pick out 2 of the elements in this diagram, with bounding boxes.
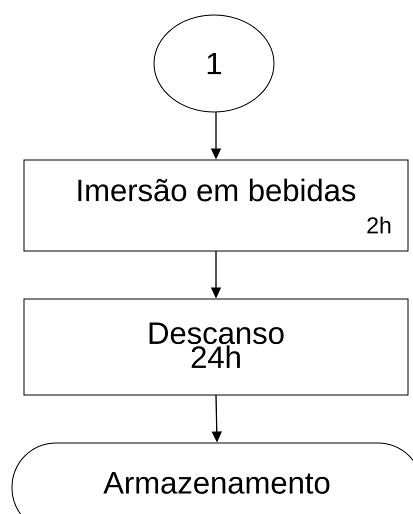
process-box: Imersão em bebidas 2h xyxy=(24,160,408,252)
process-box: Descanso 24h xyxy=(24,298,408,396)
